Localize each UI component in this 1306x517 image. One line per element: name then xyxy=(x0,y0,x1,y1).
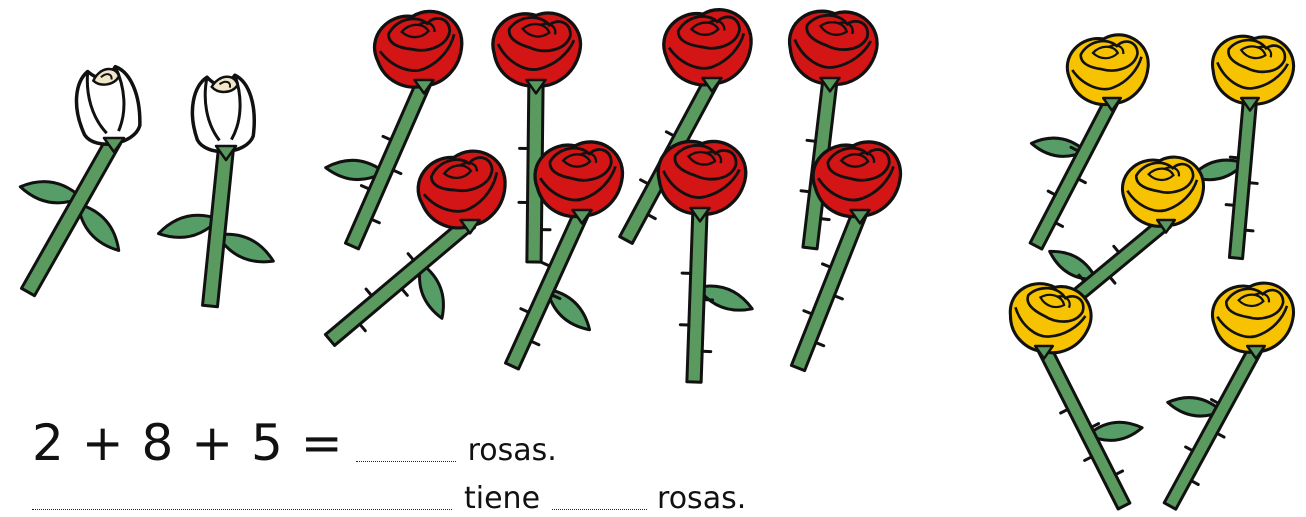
stem xyxy=(1162,343,1264,511)
leaf xyxy=(418,261,445,320)
thorn xyxy=(1209,398,1220,405)
thorn xyxy=(550,293,562,301)
yellow-rose xyxy=(1190,34,1296,261)
red-rose xyxy=(324,9,464,251)
thorn xyxy=(1059,407,1070,415)
thorn xyxy=(639,178,650,186)
rose-head xyxy=(1211,34,1296,106)
leaf xyxy=(18,180,83,205)
thorn xyxy=(529,339,541,347)
thorn xyxy=(802,309,814,316)
sum-equation: 2 + 8 + 5 = xyxy=(32,414,344,472)
red-rose xyxy=(504,140,624,371)
thorn xyxy=(1046,189,1057,197)
thorn xyxy=(1113,469,1125,477)
thorn xyxy=(381,134,393,142)
verb-word: tiene xyxy=(464,481,541,516)
rose-head xyxy=(416,149,507,230)
leaf xyxy=(1166,396,1224,418)
leaf xyxy=(76,202,121,252)
white-roses-group xyxy=(18,64,275,309)
thorn xyxy=(1243,228,1255,233)
red-rose xyxy=(656,139,754,384)
yellow-rose xyxy=(1008,282,1144,511)
red-roses-group xyxy=(323,8,902,384)
sentence-unit-word: rosas. xyxy=(657,481,747,516)
thorn xyxy=(364,287,374,298)
stem xyxy=(504,207,590,371)
thorn xyxy=(1083,455,1094,462)
thorn xyxy=(358,322,367,333)
yellow-rose xyxy=(1028,33,1150,251)
thorn xyxy=(814,341,826,348)
rose-head xyxy=(656,139,748,216)
thorn xyxy=(820,262,832,269)
thorn xyxy=(1224,203,1236,207)
thorn xyxy=(1184,445,1195,453)
leaf xyxy=(215,232,275,264)
leaf xyxy=(1029,136,1087,158)
thorn xyxy=(799,189,812,194)
thorn xyxy=(1247,181,1259,185)
rose-head xyxy=(1008,282,1093,355)
white-rose xyxy=(157,73,275,309)
rose-head xyxy=(1211,281,1295,354)
thorn xyxy=(406,252,416,262)
rose-head xyxy=(372,9,464,89)
answer-blank[interactable] xyxy=(355,460,456,462)
red-rose xyxy=(789,140,902,373)
answer-sentence: tiene rosas. xyxy=(32,482,746,516)
rose-head xyxy=(1065,33,1150,106)
thorn xyxy=(540,260,552,268)
thorn xyxy=(1077,273,1086,283)
thorn xyxy=(391,168,403,176)
thorn xyxy=(819,217,831,222)
thorn xyxy=(1076,177,1087,185)
thorn xyxy=(400,287,409,297)
leaf xyxy=(1086,420,1144,442)
thorn xyxy=(1228,155,1240,160)
leaf xyxy=(157,213,221,239)
thorn xyxy=(1215,431,1226,439)
rose-head xyxy=(811,140,902,219)
equation-line: 2 + 8 + 5 = rosas. xyxy=(32,408,557,468)
rose-head xyxy=(190,73,256,154)
rose-head xyxy=(787,9,879,86)
stem xyxy=(19,134,123,298)
thorn xyxy=(805,138,818,143)
thorn xyxy=(369,217,381,225)
stem xyxy=(685,208,709,384)
rose-head xyxy=(491,11,583,88)
count-blank[interactable] xyxy=(552,508,648,510)
thorn xyxy=(664,130,676,138)
thorn xyxy=(1189,479,1200,487)
thorn xyxy=(1054,221,1065,228)
stem xyxy=(1028,95,1120,251)
thorn xyxy=(1069,145,1080,153)
yellow-rose xyxy=(1162,281,1295,511)
white-rose xyxy=(18,64,142,298)
unit-word: rosas. xyxy=(467,433,557,468)
red-rose xyxy=(787,9,879,251)
thorn xyxy=(519,307,531,314)
thorn xyxy=(832,294,844,301)
thorn xyxy=(1108,275,1117,285)
name-blank[interactable] xyxy=(32,508,452,510)
rose-head xyxy=(1121,155,1205,228)
rose-head xyxy=(662,8,753,87)
thorn xyxy=(1089,422,1101,429)
stem xyxy=(789,207,869,373)
thorn xyxy=(359,184,371,191)
thorn xyxy=(646,213,657,221)
red-rose xyxy=(323,149,507,347)
stem xyxy=(1227,97,1259,261)
rose-head xyxy=(74,64,142,146)
rose-head xyxy=(533,140,624,219)
thorn xyxy=(1112,244,1121,254)
yellow-roses-group xyxy=(1008,33,1296,511)
leaf xyxy=(324,158,386,182)
